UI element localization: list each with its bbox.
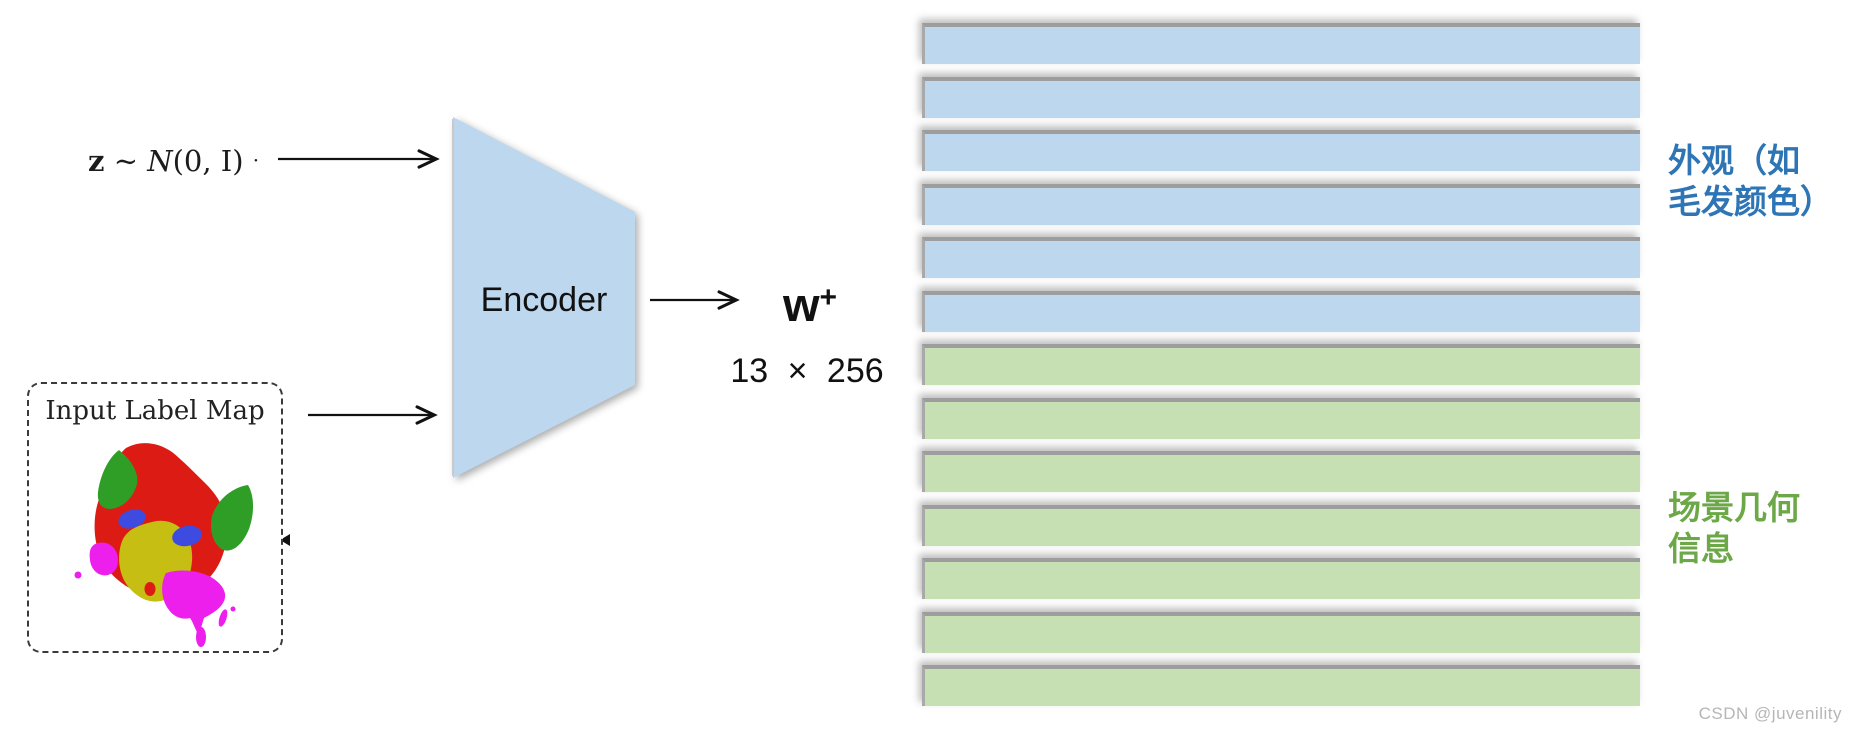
cat-right-ear-region [211,485,254,551]
wplus-superscript: + [819,281,838,314]
cat-drip-2 [218,609,228,627]
cat-chin-patch [162,570,226,634]
geometry-annotation-line2: 信息 [1668,530,1734,567]
encoder-label: Encoder [480,281,608,319]
cat-cheek-patch [89,542,118,576]
distribution-args: (0, I) [172,144,244,178]
appearance-bar [922,183,1640,225]
cat-drip-1 [196,627,206,647]
geometry-bar [922,611,1640,653]
cat-splatter-dot-right [230,606,236,612]
cat-left-ear-region [97,450,138,509]
appearance-annotation-line2: 毛发颜色） [1668,183,1833,220]
appearance-bar [922,290,1640,332]
geometry-bar [922,451,1640,492]
encoder-trapezoid [453,117,635,478]
geometry-bar [922,665,1640,706]
appearance-bar [922,76,1640,118]
trailing-dot: · [252,148,260,172]
geometry-bar [922,558,1640,599]
cat-right-eye [172,525,202,547]
normal-distribution-symbol: N [147,144,173,178]
latent-code-wplus-label: w+ [750,268,870,331]
geometry-annotation: 场景几何 信息 [1668,487,1800,569]
latent-code-dimensions: 13 × 256 [730,352,884,390]
latent-z-symbol: z [88,144,105,178]
cat-segmentation-map [74,443,254,647]
geometry-bar [922,504,1640,546]
geometry-bar [922,344,1640,385]
appearance-annotation: 外观（如 毛发颜色） [1668,140,1833,222]
latent-distribution-label: z ∼ N(0, I) · [88,140,260,180]
latent-code-bars [922,23,1640,706]
appearance-annotation-line1: 外观（如 [1668,142,1800,179]
geometry-bar [922,397,1640,439]
input-label-map-box: Input Label Map [27,382,283,653]
geometry-annotation-line1: 场景几何 [1668,489,1800,526]
small-left-arrowhead [280,534,290,546]
input-label-map-title: Input Label Map [45,396,265,426]
appearance-bar [922,130,1640,171]
cat-mouth-dot [144,582,156,596]
tilde-symbol: ∼ [113,144,138,178]
appearance-bar [922,237,1640,278]
appearance-bar [922,23,1640,64]
wplus-symbol: w [782,278,820,331]
cat-splatter-dot-left [74,571,82,579]
cat-left-eye [118,509,146,529]
watermark: CSDN @juvenility [1698,704,1842,723]
